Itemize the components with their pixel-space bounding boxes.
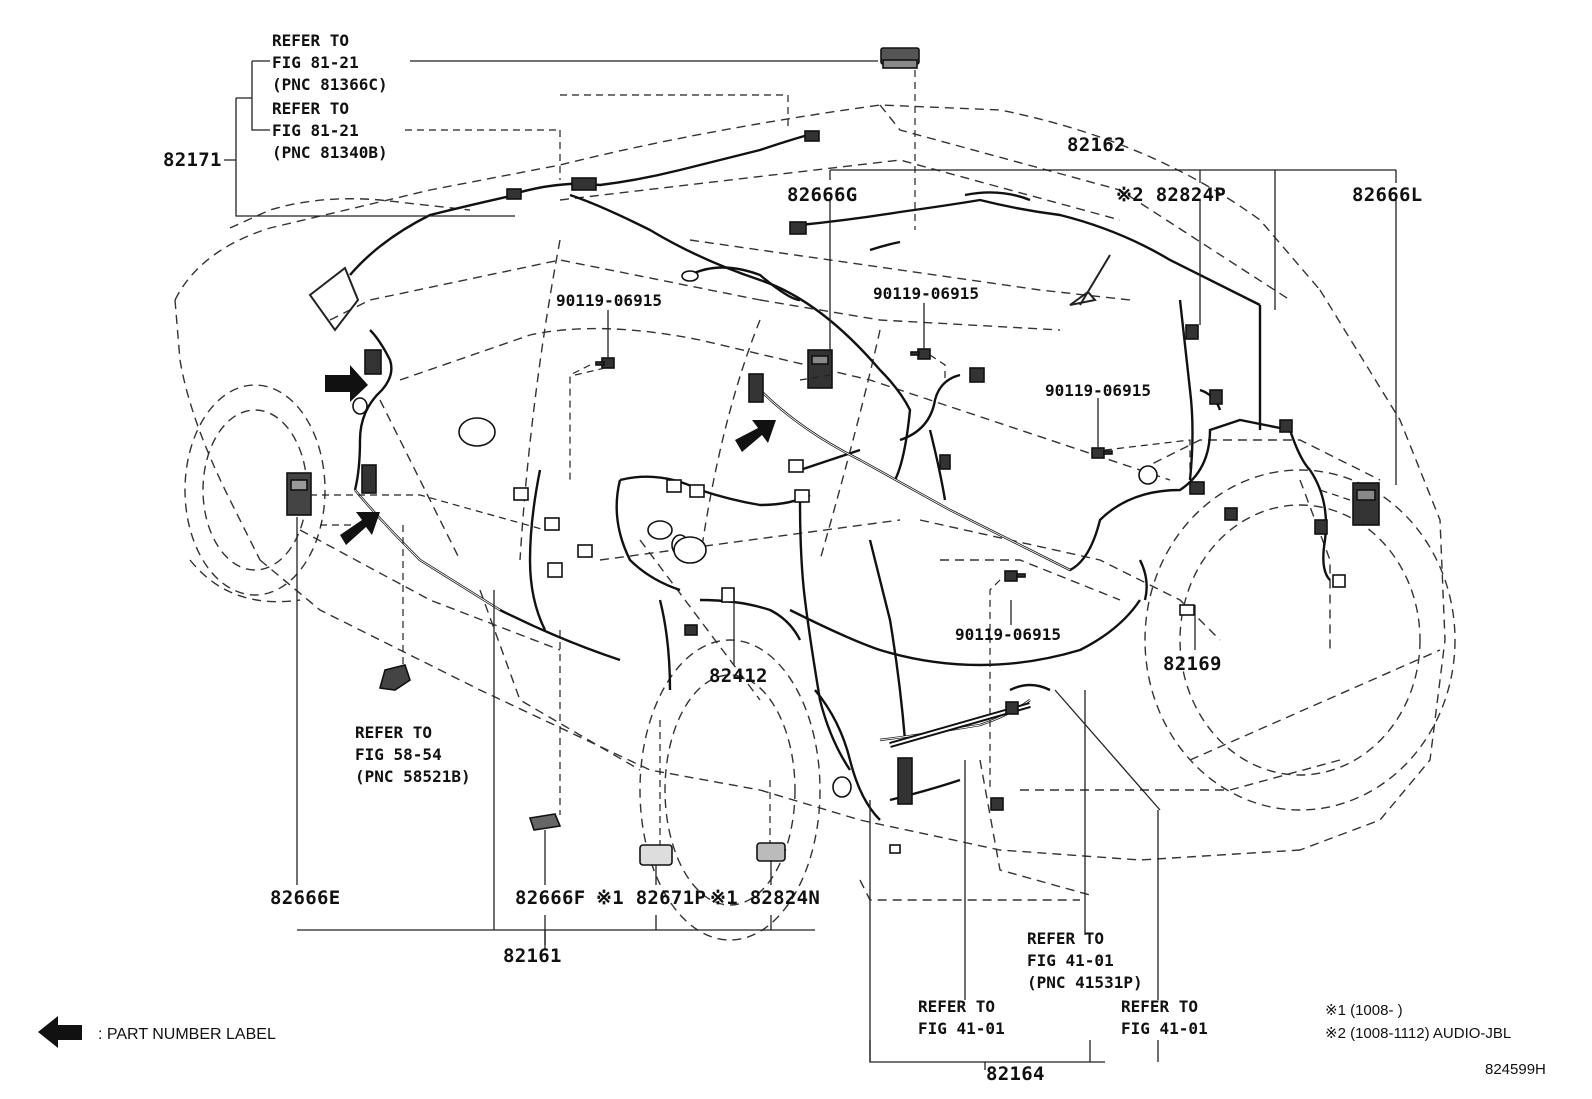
connector (352, 397, 368, 415)
refer-fig-41-01-b: REFER TO FIG 41-01 (1121, 997, 1208, 1038)
part-label-82412: 82412 (709, 665, 768, 687)
connector (789, 221, 807, 235)
connector (571, 177, 597, 191)
part-label-82824N: ※1 82824N (710, 887, 821, 909)
refer-fig-41-01-a: REFER TO FIG 41-01 (918, 997, 1005, 1038)
connector (544, 517, 560, 531)
note-1: ※1 (1008- ) (1325, 1002, 1403, 1019)
grommet (458, 417, 496, 447)
vehicle-body-outline (174, 104, 1446, 901)
arrow-icon (325, 365, 368, 402)
bolt-label-2: 90119-06915 (873, 284, 979, 303)
refer-fig-81-21-81366C: REFER TO FIG 81-21 (PNC 81366C) (272, 31, 388, 94)
connector (647, 520, 673, 540)
part-label-82161: 82161 (503, 945, 562, 967)
bolt-label-4: 90119-06915 (955, 625, 1061, 644)
connector (721, 587, 735, 603)
connector (506, 188, 522, 200)
connector-82671P (639, 844, 673, 866)
connector (804, 130, 820, 142)
leader-lines (224, 60, 1397, 1070)
connector (681, 270, 699, 282)
connector (897, 757, 913, 805)
connector (513, 487, 529, 501)
connector (689, 484, 705, 498)
connector (1138, 465, 1158, 485)
connector (1209, 389, 1223, 405)
connector (832, 776, 852, 798)
refer-fig-41-01-41531P: REFER TO FIG 41-01 (PNC 41531P) (1027, 929, 1143, 992)
connector (666, 479, 682, 493)
connector (547, 562, 563, 578)
figure-code: 824599H (1485, 1061, 1546, 1078)
part-label-82824P: ※2 82824P (1116, 184, 1227, 206)
arrow-icon (340, 512, 380, 545)
connector (1224, 507, 1238, 521)
connector (939, 454, 951, 470)
connector (684, 624, 698, 636)
connector (1179, 604, 1195, 616)
part-label-82666E: 82666E (270, 887, 341, 909)
arrow-icon (38, 1016, 82, 1048)
refer-fig-81-21-81340B: REFER TO FIG 81-21 (PNC 81340B) (272, 99, 388, 162)
side-mirror (308, 266, 360, 332)
refer-fig-58-54: REFER TO FIG 58-54 (PNC 58521B) (355, 723, 471, 786)
wire-harness (349, 133, 1331, 821)
part-label-82666F: 82666F (515, 887, 586, 909)
connector (794, 489, 810, 503)
wire-harness-inner (354, 389, 1071, 741)
roof-antenna (1069, 254, 1111, 306)
connector (1185, 324, 1199, 340)
connector (361, 464, 377, 494)
connector (577, 544, 593, 558)
connector (1189, 481, 1205, 495)
part-number-label-arrows (38, 365, 776, 1048)
part-label-82169: 82169 (1163, 653, 1222, 675)
connector (1332, 574, 1346, 588)
spare-tire (1144, 469, 1456, 811)
legend-part-number-label: : PART NUMBER LABEL (98, 1026, 276, 1043)
connector (990, 797, 1004, 811)
rear-left-wheel (639, 639, 821, 941)
connector (788, 459, 804, 473)
connector (1005, 701, 1019, 715)
connector (364, 349, 382, 375)
connector (1279, 419, 1293, 433)
part-label-82171: 82171 (163, 149, 222, 171)
bolt-label-1: 90119-06915 (556, 291, 662, 310)
connector (889, 844, 901, 854)
part-label-82164: 82164 (986, 1063, 1045, 1085)
relay-82666F (528, 813, 562, 831)
note-2: ※2 (1008-1112) AUDIO-JBL (1325, 1025, 1512, 1042)
connector (1314, 519, 1328, 535)
connector-58521B (378, 664, 411, 691)
connector (748, 373, 764, 403)
connector-82824N (756, 842, 786, 862)
part-label-82671P: ※1 82671P (596, 887, 707, 909)
grommet (673, 536, 707, 564)
dashed-leaders (310, 70, 1351, 845)
arrow-icon (735, 420, 776, 452)
part-label-82666G: 82666G (787, 184, 858, 206)
connector (969, 367, 985, 383)
bolt-label-3: 90119-06915 (1045, 381, 1151, 400)
part-label-82162: 82162 (1067, 134, 1126, 156)
part-label-82666L: 82666L (1352, 184, 1423, 206)
